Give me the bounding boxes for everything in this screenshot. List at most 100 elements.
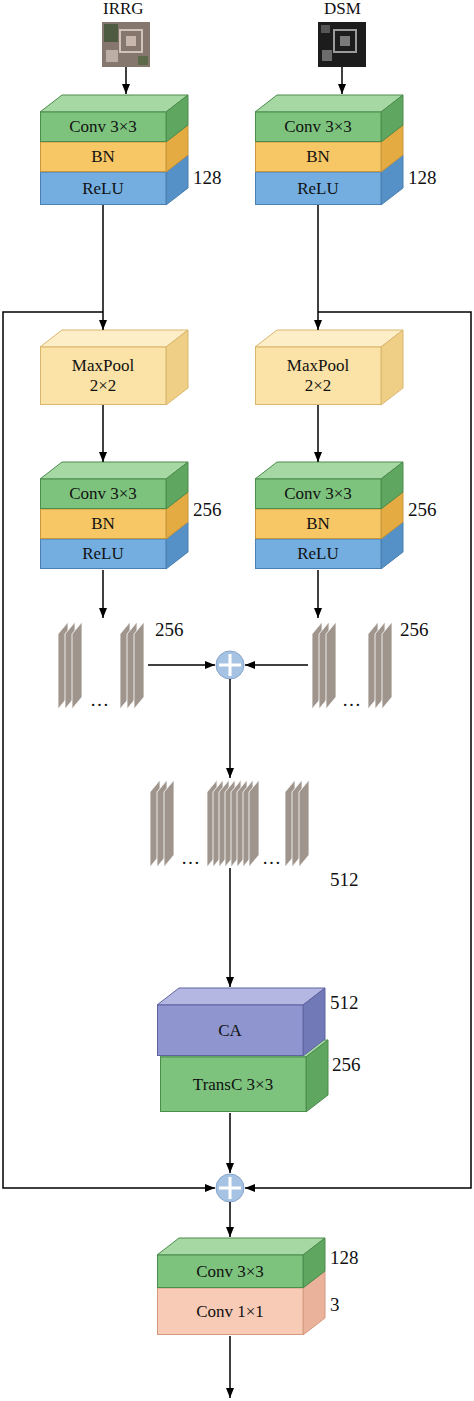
block-top-face [40,155,188,172]
block-label-area: ReLU [255,539,381,569]
block-front-face [256,479,382,509]
block-label-area: Conv 3×3 [40,112,166,142]
block-label-area: Conv 3×3 [255,112,381,142]
image-building [340,36,350,46]
block-label-area: BN [255,509,381,539]
block-label-area: BN [40,142,166,172]
feature-maps [58,622,144,709]
block-side-face [303,1271,325,1335]
block-top-face [40,492,188,509]
connector-arrow [102,205,104,330]
image-area [318,22,366,67]
block-label-area: ReLU [40,172,166,205]
block-top-face [160,1040,328,1057]
block-top-face [255,95,403,112]
block-top-face [255,492,403,509]
block-front-face [158,1255,304,1288]
conv-block: Conv 3×3 [157,1238,325,1288]
block-front-face [41,172,167,205]
feature-map [164,780,174,867]
ellipsis: … [90,690,109,709]
maxpool-block: MaxPool 2×2 [40,330,188,405]
block-label-area: Conv 3×3 [255,479,381,509]
flow-arrow [229,1113,231,1173]
block-label: ReLU [297,179,339,199]
block-top-face [40,95,188,112]
block-side-face [166,330,188,405]
channel-count: 512 [330,870,359,889]
block-top-face [40,522,188,539]
feature-map [382,622,392,709]
feature-map [299,780,309,867]
channel-count: 256 [408,500,437,519]
attention-block: CA [157,988,325,1056]
plus-sign [219,1177,241,1199]
block-front-face [41,347,167,405]
block-side-face [306,1040,328,1112]
block-label: ReLU [297,544,339,564]
add-symbol [216,1174,244,1202]
flow-arrow [245,664,308,666]
input-name: DSM [324,0,361,17]
block-label: Conv 3×3 [69,484,137,504]
image-building [321,25,330,33]
ellipsis: … [262,848,281,867]
block-label-area: BN [255,142,381,172]
block-label-area: ReLU [255,172,381,205]
irrg-image [102,22,150,67]
image-building [106,50,118,62]
block-label: CA [218,1021,242,1041]
block-front-face [41,509,167,539]
block-label-area: Conv 3×3 [40,479,166,509]
flow-arrow [229,679,231,778]
block-front-face [158,1288,304,1335]
feature-maps [150,780,309,867]
block-label-area: BN [40,509,166,539]
block-label: MaxPool 2×2 [63,356,143,395]
conv-block: Conv 3×3 [255,95,403,142]
block-label: BN [306,514,330,534]
block-front-face [41,112,167,142]
channel-count: 128 [193,168,222,187]
flow-arrow [317,570,319,618]
block-label: MaxPool 2×2 [278,356,358,395]
ellipsis: … [342,690,361,709]
channel-count: 256 [332,1055,361,1074]
channel-count: 128 [408,168,437,187]
block-side-face [381,330,403,405]
flow-arrow [229,868,231,987]
image-building [120,30,142,52]
input-arrow [341,67,343,94]
image-patch [138,56,148,65]
image-patch [104,24,118,42]
block-label-area: TransC 3×3 [160,1057,306,1112]
channel-count: 3 [330,1295,340,1314]
connector-arrow [317,405,319,462]
block-label: ReLU [82,544,124,564]
block-front-face [256,509,382,539]
block-label: Conv 3×3 [196,1262,264,1282]
feature-map [326,622,336,709]
output-arrow [229,1336,231,1398]
block-label: Conv 1×1 [196,1302,264,1322]
block-front-face [256,142,382,172]
block-top-face [40,125,188,142]
block-top-face [40,462,188,479]
block-top-face [40,330,188,347]
block-front-face [41,479,167,509]
block-front-face [256,347,382,405]
block-front-face [158,1005,304,1056]
connector-arrow [317,205,319,330]
connector-arrow [102,405,104,462]
block-top-face [157,1238,325,1255]
block-top-face [255,522,403,539]
block-side-face [381,155,403,205]
block-top-face [157,1271,325,1288]
image-building [322,50,332,61]
block-side-face [166,155,188,205]
channel-count: 512 [330,993,359,1012]
